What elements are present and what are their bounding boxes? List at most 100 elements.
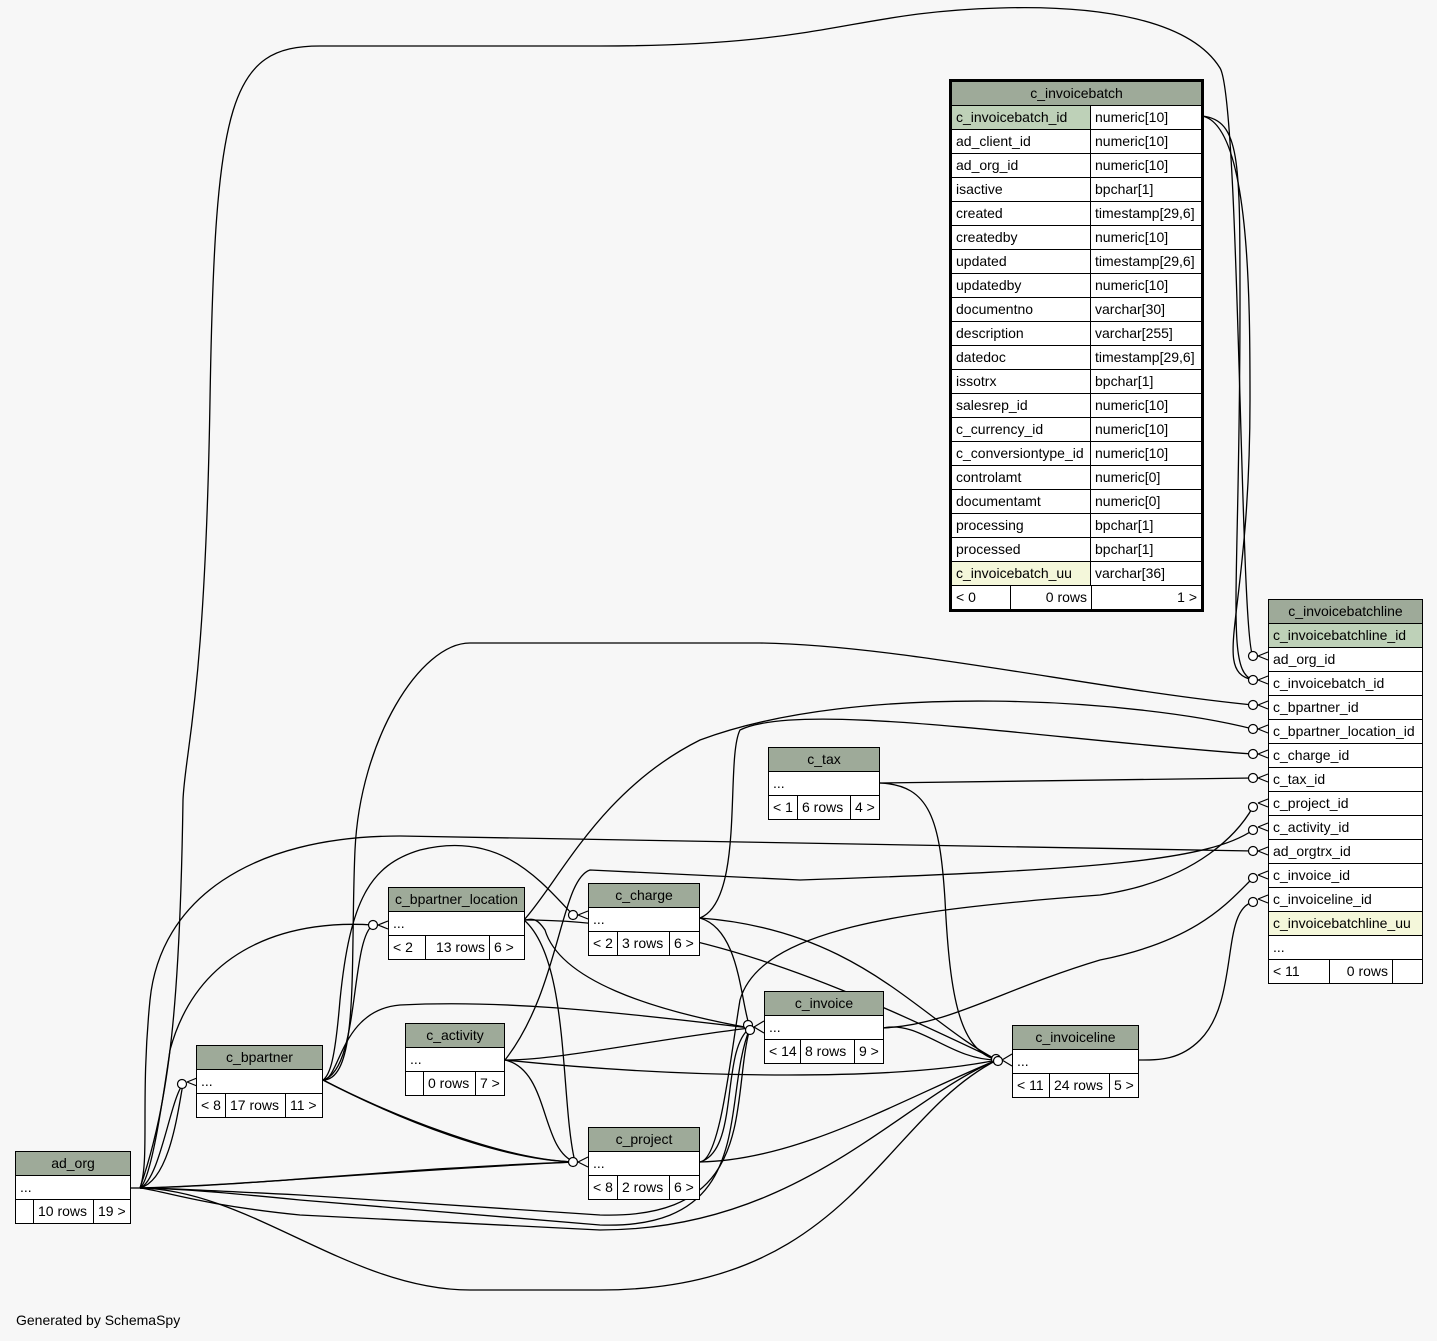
- parents-count[interactable]: [16, 1200, 34, 1223]
- children-count[interactable]: [1393, 960, 1422, 983]
- parents-count[interactable]: [406, 1072, 424, 1095]
- table-title[interactable]: c_charge: [589, 884, 699, 908]
- table-body: ...: [769, 772, 879, 796]
- column-row[interactable]: c_invoicebatchline_uu: [1269, 912, 1422, 936]
- parents-count[interactable]: < 1: [769, 796, 798, 819]
- parents-count[interactable]: < 2: [389, 936, 426, 959]
- parents-count[interactable]: < 2: [589, 932, 618, 955]
- column-type: timestamp[29,6]: [1095, 253, 1195, 269]
- parents-count[interactable]: < 11: [1013, 1074, 1050, 1097]
- parents-count[interactable]: < 11: [1269, 960, 1330, 983]
- table-c-activity[interactable]: c_activity ... 0 rows 7 >: [405, 1023, 505, 1096]
- marker-c-activity-id: [1247, 824, 1259, 836]
- column-row[interactable]: c_tax_id: [1269, 768, 1422, 792]
- column-row[interactable]: ad_orgtrx_id: [1269, 840, 1422, 864]
- children-count[interactable]: 7 >: [480, 1075, 500, 1091]
- column-row[interactable]: c_bpartner_location_id: [1269, 720, 1422, 744]
- table-c-invoicebatchline[interactable]: c_invoicebatchline c_invoicebatchline_id…: [1268, 599, 1423, 984]
- table-c-bpartner-location[interactable]: c_bpartner_location ... < 2 13 rows 6 >: [388, 887, 525, 960]
- parents-count[interactable]: < 8: [197, 1094, 226, 1117]
- column-type: numeric[0]: [1095, 469, 1161, 485]
- table-c-bpartner[interactable]: c_bpartner ... < 8 17 rows 11 >: [196, 1045, 323, 1118]
- row-count: 0 rows: [1011, 586, 1092, 609]
- column-row[interactable]: c_charge_id: [1269, 744, 1422, 768]
- column-row[interactable]: c_bpartner_id: [1269, 696, 1422, 720]
- column-row[interactable]: c_invoiceline_id: [1269, 888, 1422, 912]
- table-ad-org[interactable]: ad_org ... 10 rows 19 >: [15, 1151, 131, 1224]
- edge-invoiceline-project: [699, 1059, 998, 1163]
- parents-count[interactable]: < 8: [589, 1176, 618, 1199]
- table-title[interactable]: c_activity: [406, 1024, 504, 1048]
- table-body: ...: [589, 908, 699, 932]
- children-count[interactable]: 11 >: [290, 1097, 317, 1113]
- row-count: 8 rows: [801, 1040, 855, 1063]
- parents-count[interactable]: < 0: [952, 586, 1011, 609]
- table-title[interactable]: c_invoice: [765, 992, 883, 1016]
- marker-bpartner: [176, 1078, 188, 1090]
- edge-project-bpartner-2: [322, 1079, 576, 1163]
- row-count: 2 rows: [618, 1176, 670, 1199]
- children-count[interactable]: 4 >: [855, 799, 875, 815]
- table-c-invoiceline[interactable]: c_invoiceline ... < 11 24 rows 5 >: [1012, 1025, 1139, 1098]
- table-c-invoice[interactable]: c_invoice ... < 14 8 rows 9 >: [764, 991, 884, 1064]
- edge-invoice-bploc: [523, 918, 751, 1029]
- table-title[interactable]: c_invoicebatch: [952, 82, 1201, 106]
- table-title[interactable]: c_tax: [769, 748, 879, 772]
- column-row[interactable]: ad_org_id: [1269, 648, 1422, 672]
- row-count: 13 rows: [426, 936, 490, 959]
- marker-c-invoiceline-id: [1247, 896, 1259, 908]
- table-c-project[interactable]: c_project ... < 8 2 rows 6 >: [588, 1127, 700, 1200]
- edge-invoiceline-adorg-2: [139, 1059, 998, 1231]
- children-count[interactable]: 1 >: [1177, 589, 1197, 605]
- column-row[interactable]: c_invoice_id: [1269, 864, 1422, 888]
- children-count[interactable]: 6 >: [674, 935, 694, 951]
- column-row[interactable]: ...: [1269, 936, 1422, 960]
- row-count: 3 rows: [618, 932, 670, 955]
- table-title[interactable]: c_project: [589, 1128, 699, 1152]
- column-row[interactable]: c_invoicebatchline_id: [1269, 624, 1422, 648]
- table-c-tax[interactable]: c_tax ... < 1 6 rows 4 >: [768, 747, 880, 820]
- column-row[interactable]: c_activity_id: [1269, 816, 1422, 840]
- table-title[interactable]: c_bpartner_location: [389, 888, 524, 912]
- children-count[interactable]: 9 >: [859, 1043, 879, 1059]
- table-c-charge[interactable]: c_charge ... < 2 3 rows 6 >: [588, 883, 700, 956]
- children-count[interactable]: 6 >: [494, 939, 514, 955]
- column-row[interactable]: c_invoicebatch_id: [1269, 672, 1422, 696]
- table-title[interactable]: ad_org: [16, 1152, 130, 1176]
- parents-count[interactable]: < 14: [765, 1040, 801, 1063]
- column-type: varchar[255]: [1095, 325, 1173, 341]
- column-row[interactable]: c_project_id: [1269, 792, 1422, 816]
- children-count[interactable]: 5 >: [1114, 1077, 1134, 1093]
- edge-c-tax-id: [879, 777, 1254, 784]
- table-footer: < 8 17 rows 11 >: [197, 1094, 322, 1117]
- table-title[interactable]: c_invoicebatchline: [1269, 600, 1422, 624]
- table-title[interactable]: c_invoiceline: [1013, 1026, 1138, 1050]
- children-count[interactable]: 19 >: [98, 1203, 126, 1219]
- table-footer: < 8 2 rows 6 >: [589, 1176, 699, 1199]
- table-title[interactable]: c_bpartner: [197, 1046, 322, 1070]
- children-count[interactable]: 6 >: [674, 1179, 694, 1195]
- column-name: documentno: [952, 298, 1091, 321]
